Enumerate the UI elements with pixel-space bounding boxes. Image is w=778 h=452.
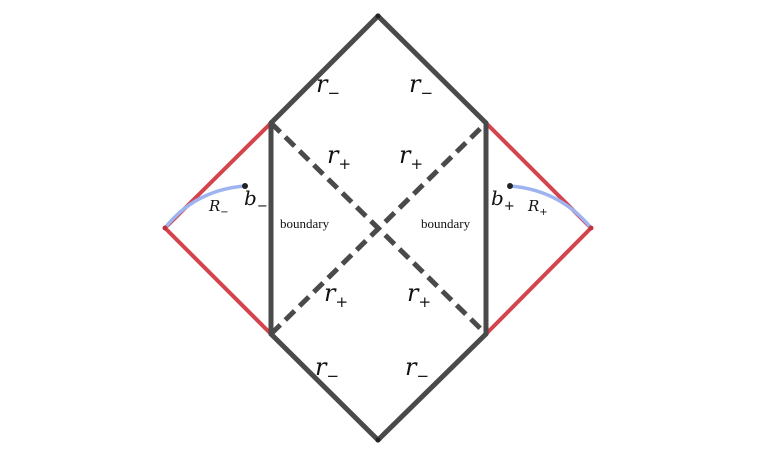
- top-vertex: [375, 13, 381, 19]
- central-frame: [268, 13, 489, 443]
- r-plus-lower-right-label: r+: [407, 279, 431, 311]
- region-labels: r− r− r+ r+ r+ r+ r− r−: [315, 70, 433, 385]
- r-plus-upper-left-label: r+: [327, 141, 351, 173]
- top-left-edge: [268, 13, 381, 126]
- R-minus-label: R−: [208, 197, 229, 218]
- bottom-right-edge: [375, 331, 489, 443]
- bottom-vertex: [375, 437, 381, 443]
- r-plus-upper-right-label: r+: [399, 141, 423, 173]
- r-minus-bottom-left-label: r−: [315, 353, 339, 385]
- horizon-dashed-ascending: [269, 121, 488, 336]
- right-lower-red-edge: [484, 226, 593, 336]
- left-wedge-vertex: [162, 225, 168, 231]
- r-minus-bottom-right-label: r−: [405, 353, 429, 385]
- boundary-left-label: boundary: [280, 216, 330, 231]
- points: [162, 13, 594, 443]
- boundary-labels: boundary boundary: [280, 216, 471, 231]
- left-lower-red-edge: [163, 226, 273, 336]
- R-plus-label: R+: [527, 197, 548, 218]
- right-blue-curve: [508, 184, 593, 230]
- r-minus-top-left-label: r−: [316, 70, 340, 102]
- r-plus-lower-left-label: r+: [324, 279, 348, 311]
- bottom-left-edge: [268, 331, 381, 443]
- b-plus-point: [507, 183, 513, 189]
- outer-region-edges: [163, 121, 593, 336]
- r-minus-top-right-label: r−: [409, 70, 433, 102]
- boundary-right-label: boundary: [421, 216, 471, 231]
- b-minus-point: [242, 183, 248, 189]
- right-wedge-vertex: [588, 225, 594, 231]
- top-right-edge: [375, 13, 489, 126]
- left-blue-curve: [163, 184, 247, 230]
- b-minus-label: b−: [244, 186, 268, 214]
- geodesic-curves: [163, 184, 593, 230]
- point-labels: b− b+: [244, 186, 515, 214]
- horizons: [269, 121, 488, 336]
- b-plus-label: b+: [491, 186, 515, 214]
- curve-labels: R− R+: [208, 197, 548, 218]
